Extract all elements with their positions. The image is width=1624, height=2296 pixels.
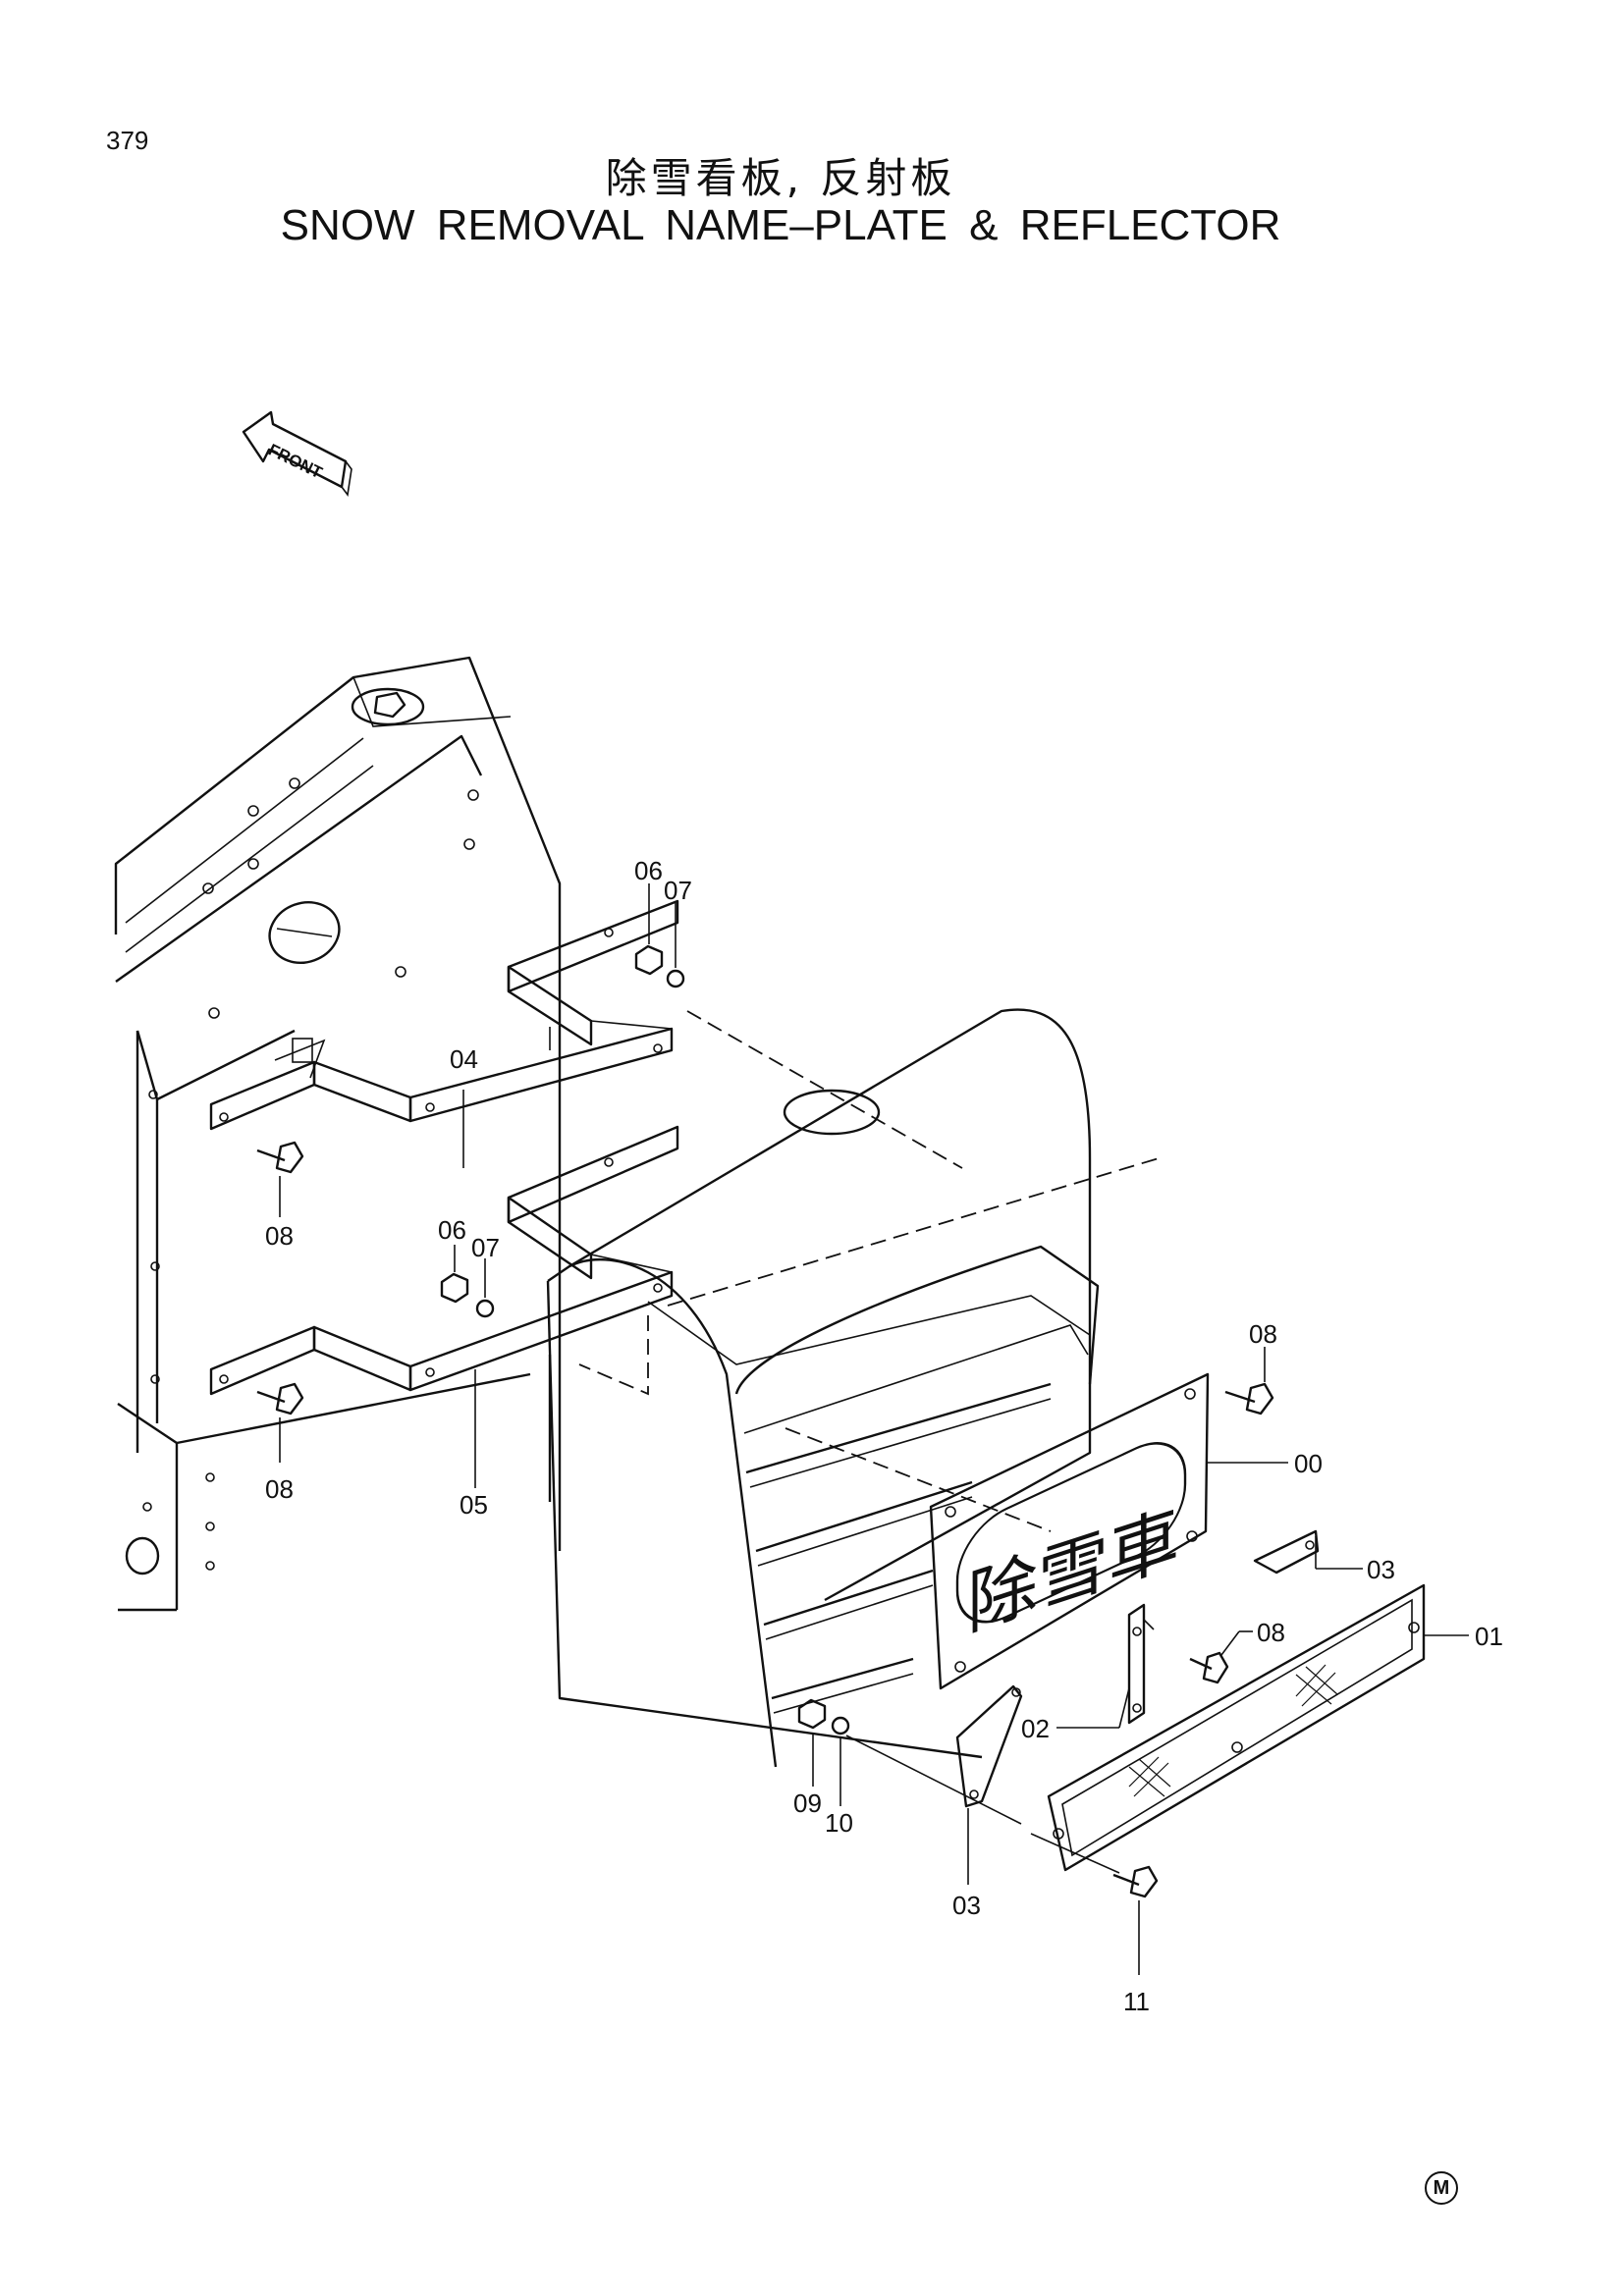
callout-00: 00 [1294,1449,1323,1478]
callout-03-lower: 03 [952,1891,981,1920]
front-arrow-icon: FRONT [242,410,352,498]
callouts: 06 07 04 06 07 08 08 05 08 00 03 01 08 0… [265,856,1503,2016]
reflector-hatch-right [1295,1664,1338,1707]
callout-08-lower-left: 08 [265,1474,294,1504]
bolt-upper-left-icon [256,1141,304,1174]
reflector-hatch-left [1128,1756,1171,1797]
callout-10: 10 [825,1808,853,1838]
title-japanese: 除雪看板, 反射板 [605,154,956,202]
bolt-right-upper-icon [1224,1382,1274,1415]
bolt-lower-left-icon [256,1382,304,1415]
bracket-lower [209,1125,679,1396]
callout-08-center: 08 [1257,1618,1285,1647]
page-number: 379 [106,126,149,155]
callout-06-lower: 06 [438,1215,466,1245]
bolt-reflector-icon [1112,1865,1159,1898]
callout-02: 02 [1021,1714,1050,1743]
callout-01: 01 [1475,1622,1503,1651]
reflector [1047,1583,1426,1872]
nut-middle-icon [440,1272,469,1304]
leader-lines [279,883,1469,1975]
washer-cowl-icon [831,1716,850,1735]
nut-cowl-icon [797,1698,827,1730]
callout-07-upper: 07 [664,876,692,905]
callout-03-right: 03 [1367,1555,1395,1584]
cowl-cover [546,1008,1160,1768]
washer-middle-icon [475,1299,495,1318]
callout-05: 05 [460,1490,488,1520]
callout-06-upper: 06 [634,856,663,885]
callout-04: 04 [450,1044,478,1074]
fasteners [256,944,1274,1898]
manufacturer-mark-icon: M [1425,2171,1458,2205]
callout-08-upper-left: 08 [265,1221,294,1251]
callout-11: 11 [1123,1987,1150,2016]
machine-frame [114,656,562,1612]
washer-upper-icon [666,969,685,988]
bracket-upper [209,899,679,1131]
bolt-right-middle-icon [1189,1651,1229,1684]
callout-09: 09 [793,1789,822,1818]
callout-07-lower: 07 [471,1233,500,1262]
callout-08-right: 08 [1249,1319,1277,1349]
nut-upper-icon [634,944,664,976]
title-english: SNOW REMOVAL NAME–PLATE & REFLECTOR [280,201,1281,249]
